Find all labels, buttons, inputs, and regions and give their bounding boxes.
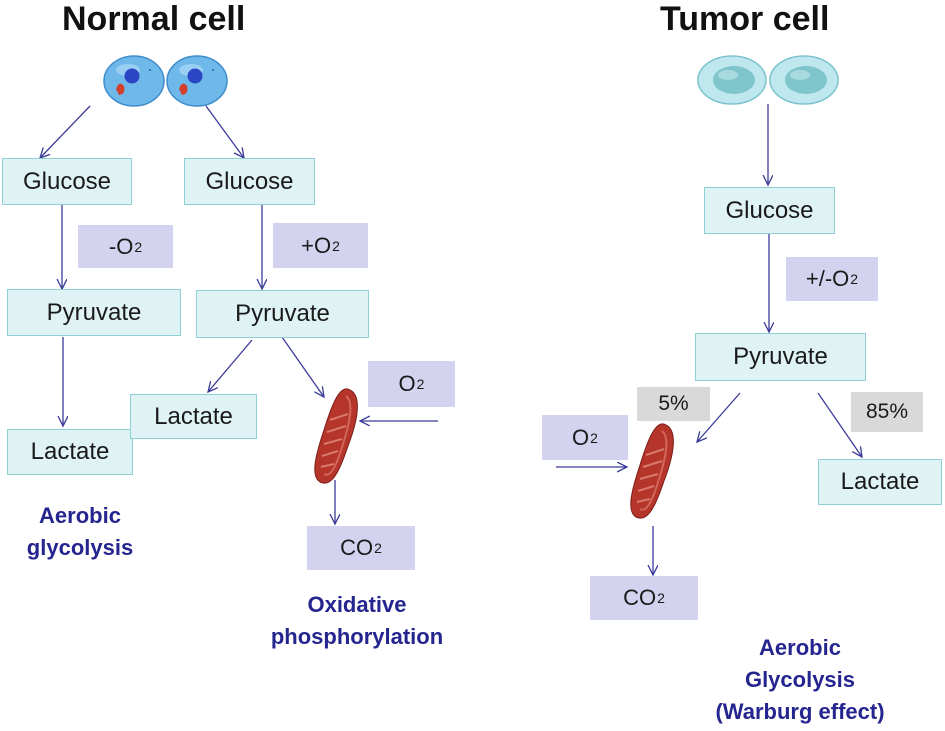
normal-cell-icon — [103, 55, 228, 107]
arrow-normal-cell-to-glucose-left — [40, 105, 91, 158]
caption-normal-glycolysis: Aerobic glycolysis — [26, 503, 134, 560]
pyruvate-node-right: Pyruvate — [196, 290, 369, 338]
lactate-node-tumor: Lactate — [818, 459, 942, 505]
arrow-pyruvate-to-lactate-middle — [208, 339, 253, 392]
arrow-normal-cell-to-glucose-right — [205, 105, 244, 158]
lactate-percent-badge: 85% — [851, 392, 923, 432]
pyruvate-node-tumor: Pyruvate — [695, 333, 866, 381]
glucose-node-right: Glucose — [184, 158, 315, 205]
mitochondrion-icon — [630, 423, 674, 519]
mitochondrion-icon — [314, 388, 358, 484]
normal-cell-title: Normal cell — [62, 0, 246, 38]
caption-warburg-effect: Aerobic Glycolysis (Warburg effect) — [715, 635, 885, 724]
lactate-node-middle: Lactate — [130, 394, 257, 439]
caption-oxidative-phosphorylation: Oxidative phosphorylation — [270, 592, 444, 649]
lactate-node-left: Lactate — [7, 429, 133, 475]
glucose-node-left: Glucose — [2, 158, 132, 205]
oxphos-percent-badge: 5% — [637, 387, 710, 421]
glucose-node-tumor: Glucose — [704, 187, 835, 234]
pyruvate-node-left: Pyruvate — [7, 289, 181, 336]
tumor-cell-title: Tumor cell — [660, 0, 830, 38]
tumor-cell-icon — [697, 55, 839, 105]
